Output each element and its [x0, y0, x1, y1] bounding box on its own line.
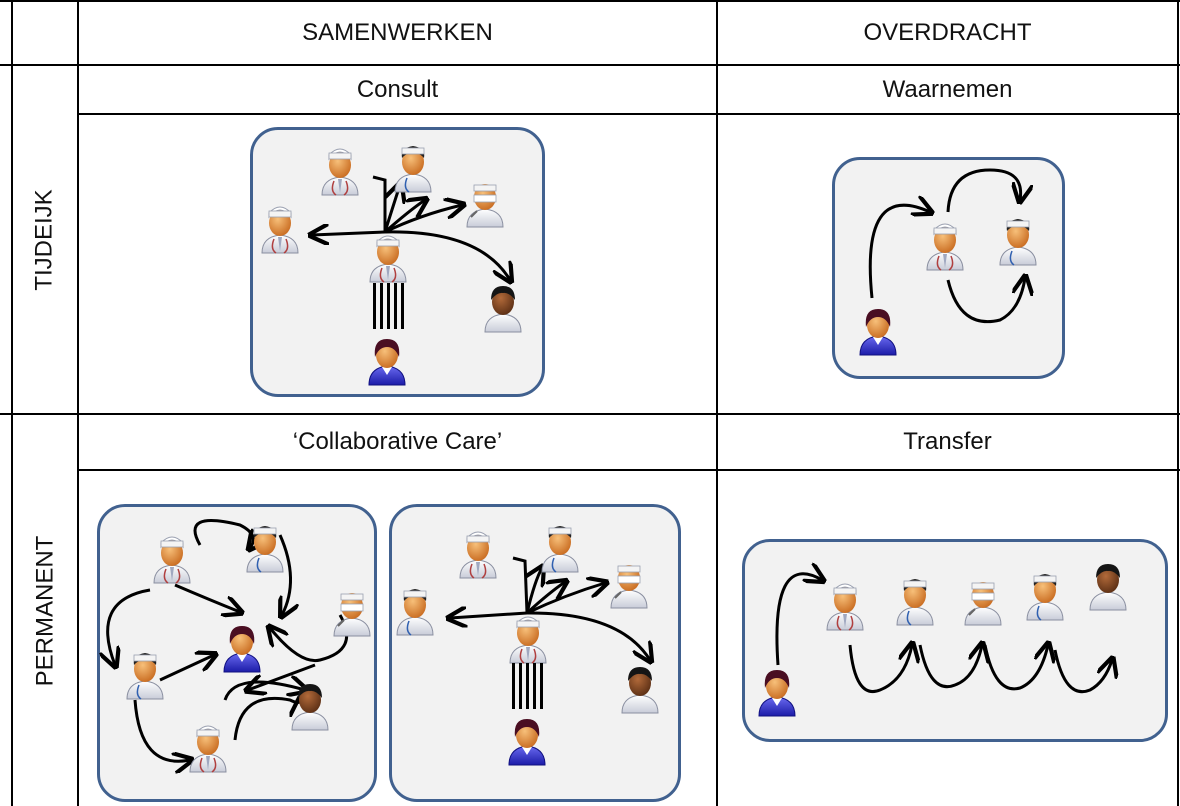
specialist-icon — [466, 183, 504, 228]
cell-title-consult: Consult — [356, 75, 439, 103]
doctor-icon — [999, 218, 1037, 266]
doctor-icon — [369, 235, 407, 283]
patient-icon — [859, 308, 897, 356]
table-line — [0, 0, 1180, 2]
doctor-icon — [261, 206, 299, 254]
doctor-icon — [896, 578, 934, 626]
consult-arrow-stub — [372, 175, 387, 232]
doctor-icon — [541, 525, 579, 573]
table-line — [78, 469, 1180, 471]
table-line — [0, 413, 1180, 415]
doctor-icon — [396, 588, 434, 636]
doctor-icon — [826, 583, 864, 631]
doctor-icon — [394, 145, 432, 193]
doctor-icon — [1026, 573, 1064, 621]
table-line — [0, 64, 1180, 66]
table-line — [78, 113, 1180, 115]
patient-icon — [758, 669, 796, 717]
doctor-icon — [321, 148, 359, 196]
bars-icon — [512, 663, 543, 709]
patient-icon — [368, 338, 406, 386]
doctor-icon — [509, 616, 547, 664]
cell-title-waarnemen: Waarnemen — [882, 75, 1013, 103]
column-header-overdracht: OVERDRACHT — [863, 19, 1032, 46]
doctor-icon — [126, 652, 164, 700]
table-line — [11, 0, 13, 806]
cell-title-collaborative-care: ‘Collaborative Care’ — [292, 428, 503, 455]
table-line — [1177, 0, 1179, 806]
doctor-icon — [153, 536, 191, 584]
table-line — [77, 0, 79, 806]
specialist-icon — [333, 592, 371, 637]
doctor-icon — [459, 531, 497, 579]
specialist-icon — [621, 666, 659, 714]
collab-right-arrows — [450, 568, 650, 660]
column-header-samenwerken: SAMENWERKEN — [302, 19, 493, 46]
transfer-arrows — [775, 574, 1112, 693]
doctor-icon — [926, 223, 964, 271]
specialist-icon — [610, 564, 648, 609]
specialist-icon — [291, 683, 329, 731]
patient-icon — [223, 625, 261, 673]
collab-right-arrow-stub — [512, 556, 529, 614]
waarnemen-arrows — [868, 168, 1025, 324]
patient-icon — [508, 718, 546, 766]
doctor-icon — [189, 725, 227, 773]
specialist-icon — [964, 581, 1002, 626]
bars-icon — [373, 283, 404, 329]
cell-title-transfer: Transfer — [903, 428, 992, 455]
specialist-icon — [484, 285, 522, 333]
table-line — [716, 0, 718, 806]
specialist-icon — [1089, 563, 1127, 611]
